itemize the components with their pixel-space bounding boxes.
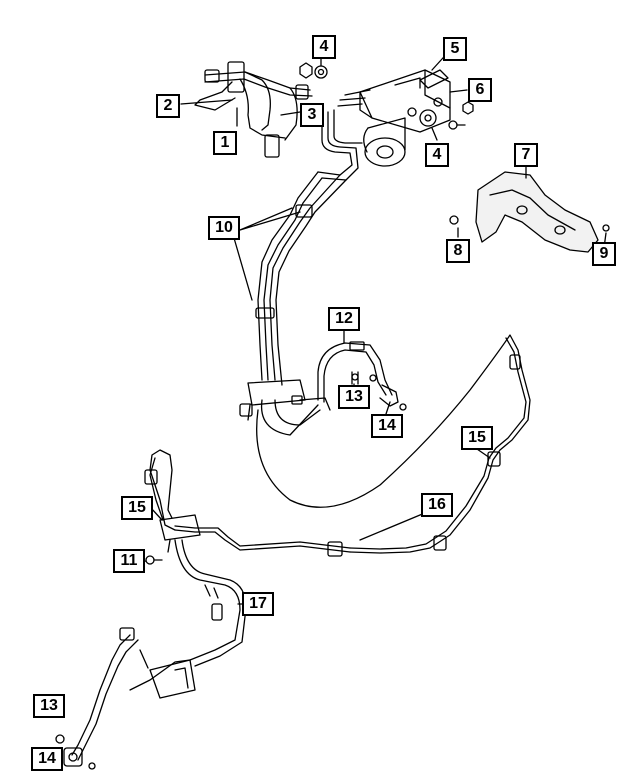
callout-9[interactable]: 9	[592, 242, 616, 266]
callout-15-right[interactable]: 15	[461, 426, 493, 450]
callout-13-upper[interactable]: 13	[338, 385, 370, 409]
callout-12[interactable]: 12	[328, 307, 360, 331]
vertical-tube-bundle	[239, 171, 347, 436]
callout-15-left[interactable]: 15	[121, 496, 153, 520]
nut-4-upper	[299, 62, 328, 79]
callout-5[interactable]: 5	[443, 37, 467, 61]
callout-1[interactable]: 1	[213, 131, 237, 155]
callout-14-lower[interactable]: 14	[31, 747, 63, 771]
rear-flex-hose	[317, 341, 407, 411]
hydraulic-control-unit	[317, 69, 474, 181]
callout-8[interactable]: 8	[446, 239, 470, 263]
callout-2[interactable]: 2	[156, 94, 180, 118]
callout-16[interactable]: 16	[421, 493, 453, 517]
callout-4-upper[interactable]: 4	[312, 35, 336, 59]
callout-13-lower[interactable]: 13	[33, 694, 65, 718]
callout-6[interactable]: 6	[468, 78, 492, 102]
heat-shield	[449, 171, 610, 253]
callout-17[interactable]: 17	[242, 592, 274, 616]
callout-10[interactable]: 10	[208, 216, 240, 240]
callout-7[interactable]: 7	[514, 143, 538, 167]
front-line-assembly	[55, 449, 351, 770]
callout-3[interactable]: 3	[300, 103, 324, 127]
leader-lines	[139, 47, 607, 605]
callout-11[interactable]: 11	[113, 549, 145, 573]
callout-14-upper[interactable]: 14	[371, 414, 403, 438]
callout-4-lower[interactable]: 4	[425, 143, 449, 167]
